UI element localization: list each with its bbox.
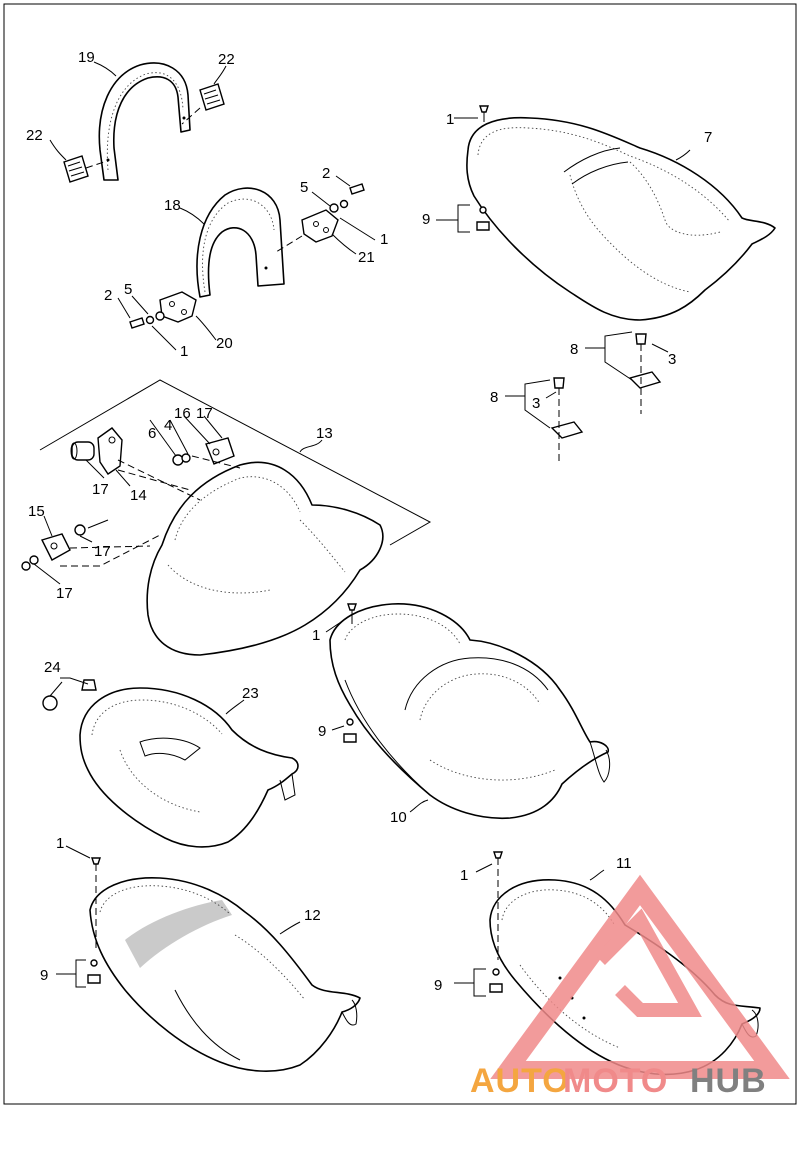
callout-1-seat-7: 1: [446, 111, 454, 128]
callout-8-lower: 8: [490, 389, 498, 406]
callout-17-bottom: 17: [56, 585, 73, 602]
callout-7: 7: [704, 129, 712, 146]
callout-16: 16: [174, 405, 191, 422]
callout-5-right: 5: [300, 179, 308, 196]
part-23-seat: [79, 687, 299, 848]
part-17-bushing-top: [70, 441, 95, 461]
callout-3-lower: 3: [532, 395, 540, 412]
callout-10: 10: [390, 809, 407, 826]
part-6-4-washers: [172, 453, 191, 466]
watermark-logo: [490, 874, 790, 1079]
diagram-border: [3, 3, 797, 1105]
part-10-hardware: [343, 603, 357, 743]
callout-1-seat-12: 1: [56, 835, 64, 852]
callout-13: 13: [316, 425, 333, 442]
callout-21: 21: [358, 249, 375, 266]
part-14-hinge: [97, 427, 123, 475]
part-11-hardware: [489, 851, 503, 993]
part-12-hardware: [87, 857, 101, 984]
part-20-mount-plate: [159, 291, 197, 323]
callout-12: 12: [304, 907, 321, 924]
callout-15: 15: [28, 503, 45, 520]
callout-3-upper: 3: [668, 351, 676, 368]
watermark-triangle: [490, 874, 790, 1079]
callout-18: 18: [164, 197, 181, 214]
watermark-text-hub: HUB: [690, 1062, 767, 1100]
part-13-backrest: [39, 379, 432, 656]
watermark-text-moto: MOTO: [563, 1062, 668, 1100]
callout-5-left: 5: [124, 281, 132, 298]
part-21-mount-plate: [275, 209, 339, 253]
callout-14: 14: [130, 487, 147, 504]
callout-9-seat-7: 9: [422, 211, 430, 228]
callout-8-upper: 8: [570, 341, 578, 358]
part-16-knob: [205, 437, 235, 465]
callout-9-seat-12: 9: [40, 967, 48, 984]
callout-19: 19: [78, 49, 95, 66]
part-15-hinge-left: [21, 519, 109, 571]
callout-22-lower: 22: [26, 127, 43, 144]
hardware-set-left: [129, 311, 165, 329]
part-8-clip-upper: [628, 333, 662, 414]
part-18-backrest-bracket: [196, 187, 285, 298]
part-8-clip-lower: [550, 377, 584, 464]
hardware-set-right: [329, 183, 365, 213]
callout-1-seat-11: 1: [460, 867, 468, 884]
part-22-clip-upper: [181, 83, 225, 125]
callout-6: 6: [148, 425, 156, 442]
callout-labels: 19 22 22 18 2 5 1 21 2 5 1 20 1 7 9 8 3 …: [26, 49, 712, 994]
callout-4: 4: [164, 417, 172, 434]
callout-24: 24: [44, 659, 61, 676]
callout-20: 20: [216, 335, 233, 352]
callout-2-right: 2: [322, 165, 330, 182]
callout-2-left: 2: [104, 287, 112, 304]
callout-17-left-bushing: 17: [92, 481, 109, 498]
callout-23: 23: [242, 685, 259, 702]
callout-1-left-bracket: 1: [180, 343, 188, 360]
watermark-inner-mark: [595, 908, 702, 1017]
part-12-seat: [89, 877, 361, 1072]
callout-1-seat-10: 1: [312, 627, 320, 644]
part-7-seat: [466, 116, 776, 321]
callout-22-upper: 22: [218, 51, 235, 68]
callout-9-seat-11: 9: [434, 977, 442, 994]
part-24-plug: [42, 679, 97, 711]
part-19-backrest-bracket: [98, 62, 191, 181]
callout-17-top: 17: [196, 405, 213, 422]
part-10-seat: [329, 603, 611, 820]
part-7-hardware: [476, 105, 490, 231]
callout-17-mid: 17: [94, 543, 111, 560]
part-22-clip-lower: [63, 155, 105, 183]
callout-11: 11: [616, 855, 632, 872]
watermark-text: AUTO MOTO HUB: [470, 1062, 767, 1100]
callout-9-seat-10: 9: [318, 723, 326, 740]
callout-1-right-bracket: 1: [380, 231, 388, 248]
watermark-text-auto: AUTO: [470, 1062, 570, 1100]
